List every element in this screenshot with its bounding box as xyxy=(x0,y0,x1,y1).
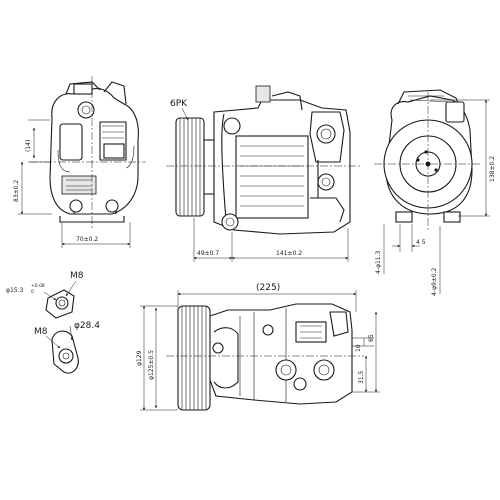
top-length-label: (225) xyxy=(256,283,280,293)
dim-45-label: 4 5 xyxy=(416,239,426,246)
dim-65-label: 65 xyxy=(368,334,375,342)
bore-detail: φ15.3 +0.08 0 M8 M8 φ28.4 xyxy=(6,271,100,374)
thread-bottom-label: M8 xyxy=(34,327,48,337)
dim-10-label: 10 xyxy=(355,344,362,352)
dim-83-label: 83±0.2 xyxy=(13,180,20,202)
dim-70-label: 70±0.2 xyxy=(76,236,98,243)
dim-125-label: φ125±0.5 xyxy=(148,350,155,380)
boss-diameter-label: φ28.4 xyxy=(74,321,100,331)
dim-49-label: 49±0.7 xyxy=(197,250,219,257)
dim-14-label: (14) xyxy=(25,140,32,152)
left-end-view: (14) 83±0.2 70±0.2 xyxy=(13,76,146,248)
dim-4-113-label: 4-φ11.3 xyxy=(375,251,382,274)
bore-tol-lower: 0 xyxy=(31,289,34,295)
dim-315-label: 31.5 xyxy=(358,370,365,384)
bore-diameter-label: φ15.3 xyxy=(6,287,24,294)
dim-129-label: φ129 xyxy=(136,350,143,366)
dim-141-label: 141±0.2 xyxy=(276,250,302,257)
bottom-view: (225) φ129 φ125±0.5 10 65 31.5 xyxy=(136,283,380,411)
belt-label: 6PK xyxy=(170,99,188,109)
dim-4-99-label: 4-φ9±0.2 xyxy=(431,267,438,296)
side-view: 6PK 49±0.7 141±0.2 xyxy=(166,85,360,262)
right-end-view: 138±0.2 4 5 4-φ11.3 4-φ9±0.2 xyxy=(374,89,496,296)
dim-138-label: 138±0.2 xyxy=(489,156,496,182)
thread-top-label: M8 xyxy=(70,271,84,281)
bore-tol-upper: +0.08 xyxy=(31,283,45,289)
